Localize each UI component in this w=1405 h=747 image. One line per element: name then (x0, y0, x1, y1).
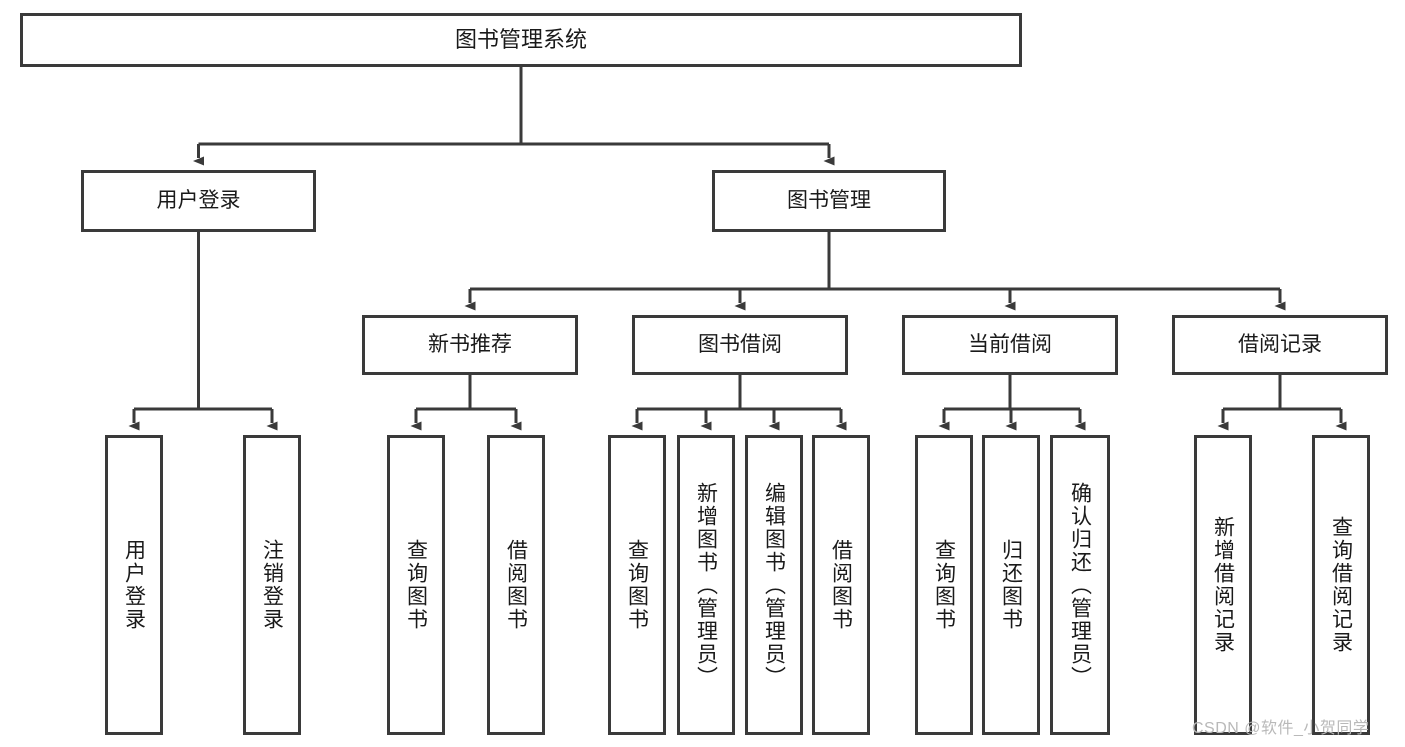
node-box-new-book-rec[interactable]: 新书推荐 (362, 315, 578, 375)
node-box-leaf-borrow-book-2[interactable]: 借阅图书 (812, 435, 870, 735)
edge-bus (637, 375, 841, 411)
edge-bus (470, 232, 1280, 291)
node-box-current-borrow[interactable]: 当前借阅 (902, 315, 1118, 375)
watermark-label: CSDN @软件_小贺同学 (1192, 720, 1370, 737)
node-box-leaf-confirm-return[interactable]: 确认归还（管理员） (1050, 435, 1110, 735)
node-label: 注销登录 (260, 539, 284, 631)
node-label: 新书推荐 (428, 332, 512, 356)
node-label: 借阅图书 (829, 539, 853, 631)
node-box-leaf-edit-book[interactable]: 编辑图书（管理员） (745, 435, 803, 735)
node-box-leaf-user-login[interactable]: 用户登录 (105, 435, 163, 735)
node-box-leaf-add-record[interactable]: 新增借阅记录 (1194, 435, 1252, 735)
node-box-leaf-return-book[interactable]: 归还图书 (982, 435, 1040, 735)
edge-bus (944, 375, 1080, 411)
node-label: 借阅记录 (1238, 332, 1322, 356)
node-box-leaf-query-record[interactable]: 查询借阅记录 (1312, 435, 1370, 735)
node-box-leaf-query-book-2[interactable]: 查询图书 (608, 435, 666, 735)
node-box-leaf-query-book-3[interactable]: 查询图书 (915, 435, 973, 735)
node-label: 确认归还（管理员） (1068, 481, 1092, 689)
node-label: 新增图书（管理员） (694, 481, 718, 689)
node-label: 查询图书 (932, 539, 956, 631)
node-label: 图书管理 (787, 188, 871, 212)
node-label: 图书管理系统 (454, 27, 587, 53)
node-box-root[interactable]: 图书管理系统 (20, 13, 1022, 67)
node-label: 用户登录 (156, 188, 241, 212)
node-label: 新增借阅记录 (1211, 516, 1235, 654)
node-box-book-manage[interactable]: 图书管理 (712, 170, 946, 232)
node-label: 用户登录 (122, 539, 146, 631)
node-box-borrow-record[interactable]: 借阅记录 (1172, 315, 1388, 375)
node-label: 查询借阅记录 (1329, 516, 1353, 654)
edge-bus (1223, 375, 1341, 411)
node-label: 归还图书 (999, 539, 1023, 631)
node-label: 编辑图书（管理员） (762, 481, 786, 689)
node-label: 借阅图书 (504, 539, 528, 631)
node-label: 查询图书 (404, 539, 428, 631)
edge-bus (134, 232, 272, 411)
node-box-user-login[interactable]: 用户登录 (81, 170, 316, 232)
node-box-leaf-add-book[interactable]: 新增图书（管理员） (677, 435, 735, 735)
edge-bus (416, 375, 516, 411)
node-label: 图书借阅 (698, 332, 782, 356)
node-label: 当前借阅 (968, 332, 1052, 356)
node-label: 查询图书 (625, 539, 649, 631)
node-box-leaf-borrow-book-1[interactable]: 借阅图书 (487, 435, 545, 735)
node-box-leaf-query-book-1[interactable]: 查询图书 (387, 435, 445, 735)
node-box-leaf-logout[interactable]: 注销登录 (243, 435, 301, 735)
edge-bus (198, 67, 829, 146)
node-box-book-borrow[interactable]: 图书借阅 (632, 315, 848, 375)
